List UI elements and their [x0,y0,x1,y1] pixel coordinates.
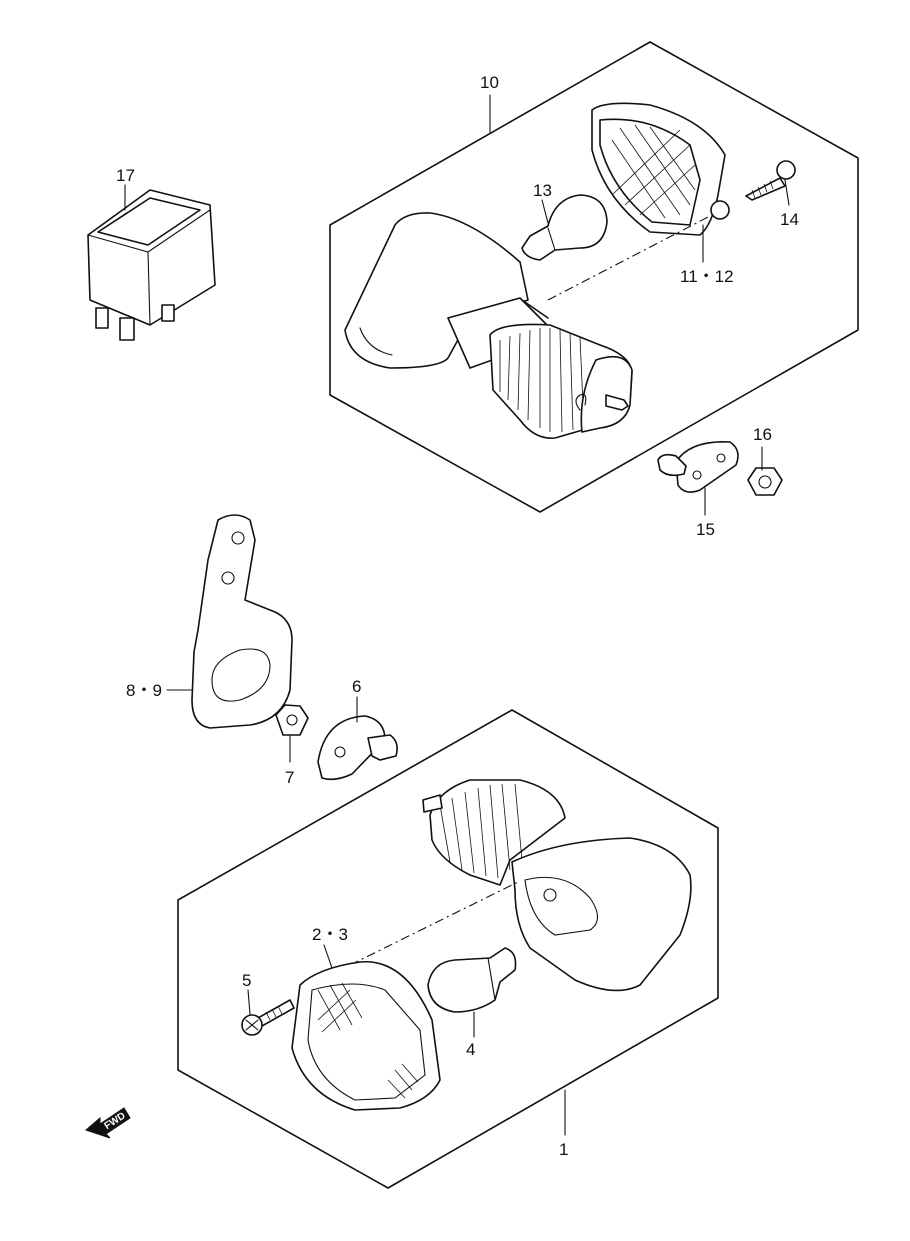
callout-15: 15 [696,520,715,539]
lower-turn-signal-housing [349,779,692,992]
mounting-plate-6 [317,715,398,781]
mounting-plate-15 [657,441,739,493]
callout-14: 14 [780,210,799,229]
upper-screw [745,160,796,201]
callout-8-9: 8・9 [126,681,162,700]
callout-2-3: 2・3 [312,925,348,944]
lower-bulb [427,947,517,1013]
upper-turn-signal-housing [344,212,633,439]
lower-lens [291,961,441,1111]
callout-4: 4 [466,1040,475,1059]
relay-17 [87,189,216,341]
callout-5: 5 [242,971,251,990]
nut-7 [275,704,309,736]
lower-screw [241,999,295,1036]
upper-bulb [521,194,608,261]
lower-assembly-frame [177,709,719,1189]
callout-16: 16 [753,425,772,444]
bracket-8-9 [191,514,293,729]
forward-arrow-icon: FWD [85,1107,131,1139]
callout-7: 7 [285,768,294,787]
callout-17: 17 [116,166,135,185]
callout-11-12: 11・12 [680,267,734,286]
nut-16 [747,467,783,496]
callout-6: 6 [352,677,361,696]
callout-10: 10 [480,73,499,92]
callout-1: 1 [559,1140,568,1159]
callout-13: 13 [533,181,552,200]
upper-assembly-frame [329,41,859,513]
leader-lines [124,94,790,1136]
upper-lens [547,102,730,301]
